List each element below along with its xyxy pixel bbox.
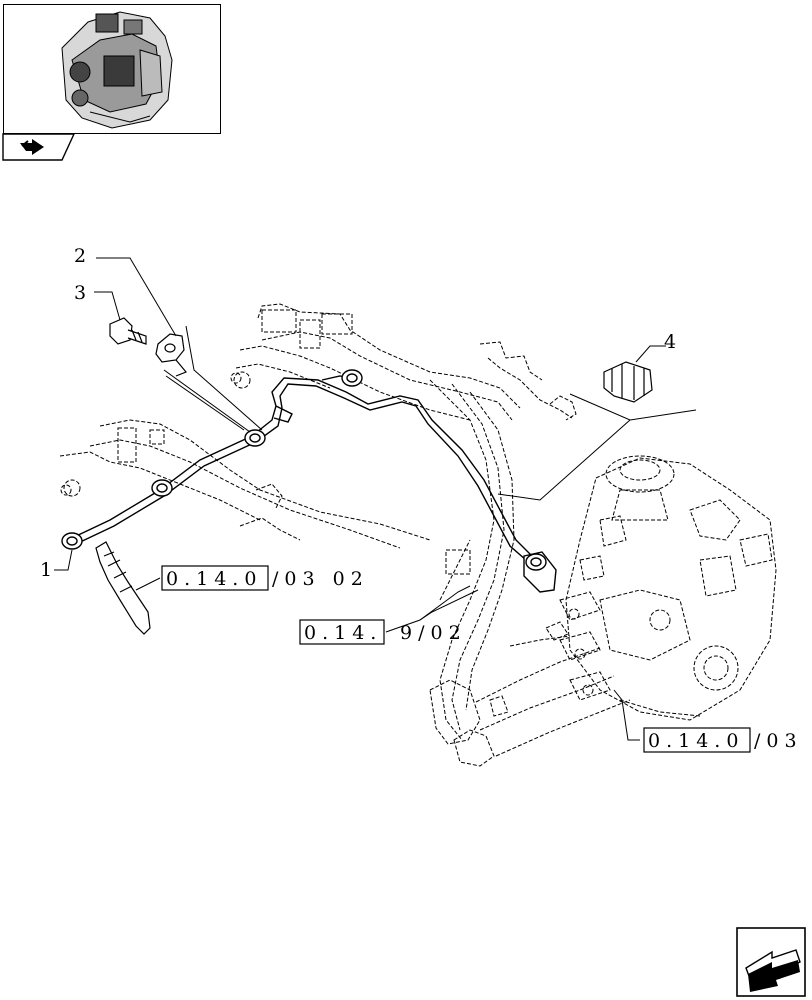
clip-part [603, 361, 653, 403]
engine-thumbnail-icon [61, 11, 173, 129]
leader-lines [54, 257, 697, 741]
clamp-part [155, 333, 187, 377]
next-page-arrow-icon[interactable] [736, 927, 806, 997]
callout-3: 3 [74, 282, 86, 304]
reference-link-b[interactable]: 0.14. [304, 622, 382, 644]
injection-pump [545, 455, 777, 721]
injector [95, 541, 151, 635]
callout-2: 2 [74, 245, 86, 267]
reference-link-a[interactable]: 0.14.0 [166, 568, 262, 590]
reference-link-c[interactable]: 0.14.0 [648, 730, 744, 752]
reference-suffix-b: 9/02 [400, 622, 467, 644]
callout-1: 1 [40, 559, 52, 581]
reference-suffix-c: /03 [754, 730, 803, 752]
bolt-part [109, 317, 147, 345]
reference-frames [161, 565, 751, 753]
banjo-fitting [61, 369, 557, 593]
reference-suffix-a: /03 02 [272, 568, 369, 590]
back-arrow-icon[interactable] [2, 133, 76, 161]
callout-4: 4 [664, 331, 676, 353]
background-pipes [59, 303, 631, 767]
